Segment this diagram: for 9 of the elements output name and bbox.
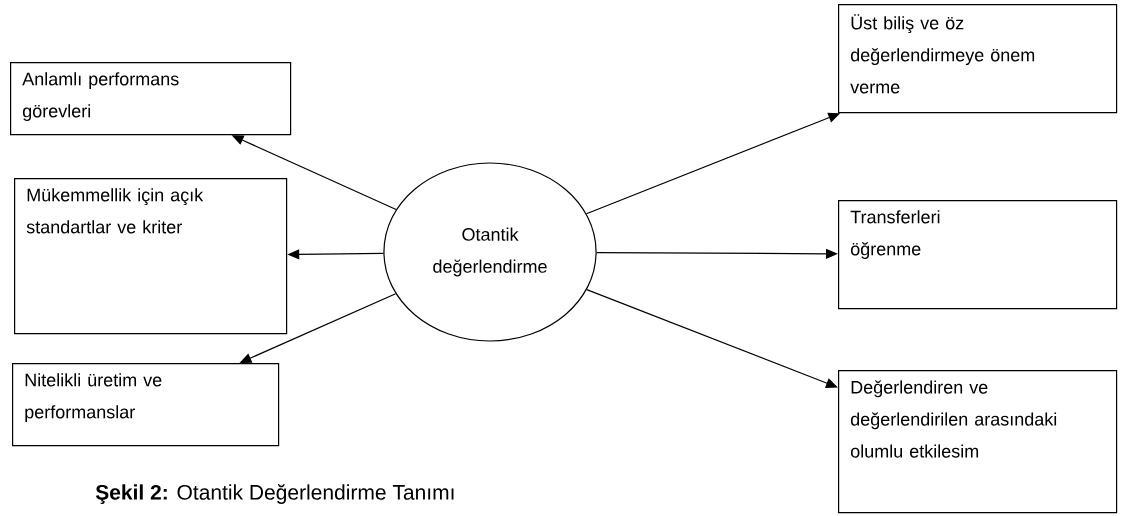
arrow <box>586 289 838 388</box>
text-box: Transferleri öğrenme <box>838 200 1118 310</box>
text-box: Anlamlı performans görevleri <box>10 62 292 136</box>
text-box: Mükemmellik için açık standartlar ve kriter <box>14 178 288 335</box>
arrow <box>596 248 838 259</box>
text-box: Üst biliş ve öz değerlendirmeye önem verme <box>838 4 1118 114</box>
text-box: Değerlendiren ve değerlendirilen arasındaki olumlu etkilesim <box>838 370 1118 514</box>
text-box: Nitelikli üretim ve performanslar <box>12 363 280 447</box>
caption: Şekil 2: Otantik Değerlendirme Tanımı <box>95 484 454 504</box>
